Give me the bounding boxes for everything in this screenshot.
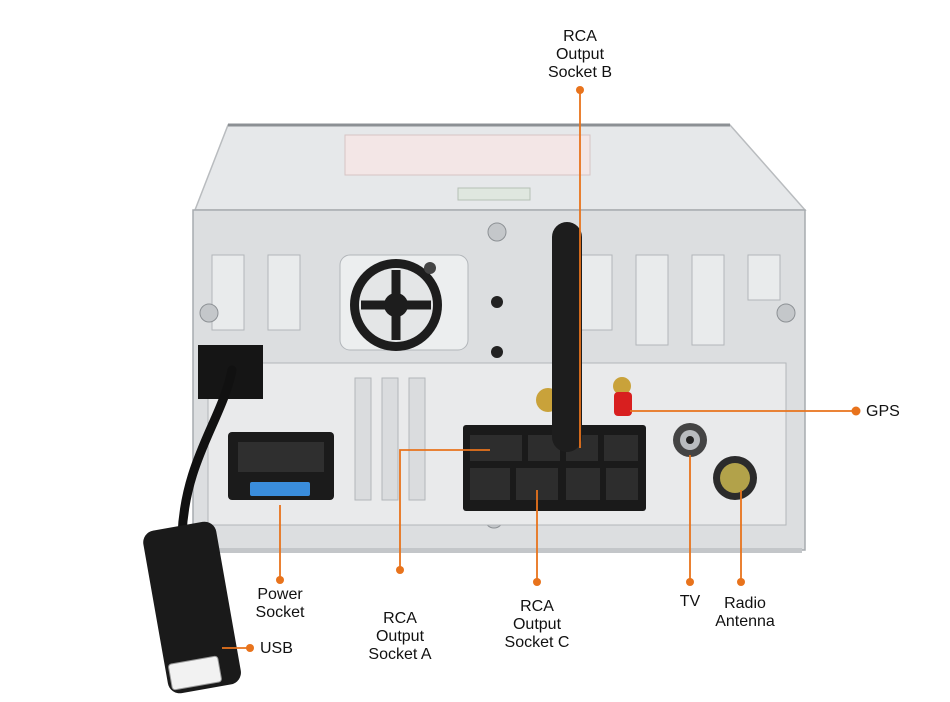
tv-jack (673, 423, 707, 457)
label-power-socket: Power Socket (255, 586, 305, 621)
label-radio-antenna: Radio Antenna (715, 595, 775, 630)
label-rca-output-socket-c: RCA Output Socket C (504, 598, 570, 651)
vent-slots (211, 254, 781, 346)
top-small-sticker (457, 187, 531, 201)
usb-plug-icon (143, 365, 241, 694)
fan-icon (339, 254, 469, 351)
lower-vents (354, 377, 426, 501)
label-gps: GPS (866, 403, 900, 420)
callout-dots (246, 86, 861, 652)
label-rca-output-socket-a: RCA Output Socket A (368, 610, 432, 663)
label-rca-output-socket-b: RCA Output Socket B (547, 28, 613, 81)
gps-jack (613, 377, 632, 416)
rca-connector-block (463, 425, 646, 511)
wifi-antenna-icon (536, 222, 582, 452)
callout-lines (222, 90, 856, 649)
top-label-sticker (344, 134, 591, 176)
label-usb: USB (260, 640, 293, 657)
label-tv: TV (679, 593, 701, 610)
power-socket (228, 432, 334, 500)
radio-antenna-jack (713, 456, 757, 500)
